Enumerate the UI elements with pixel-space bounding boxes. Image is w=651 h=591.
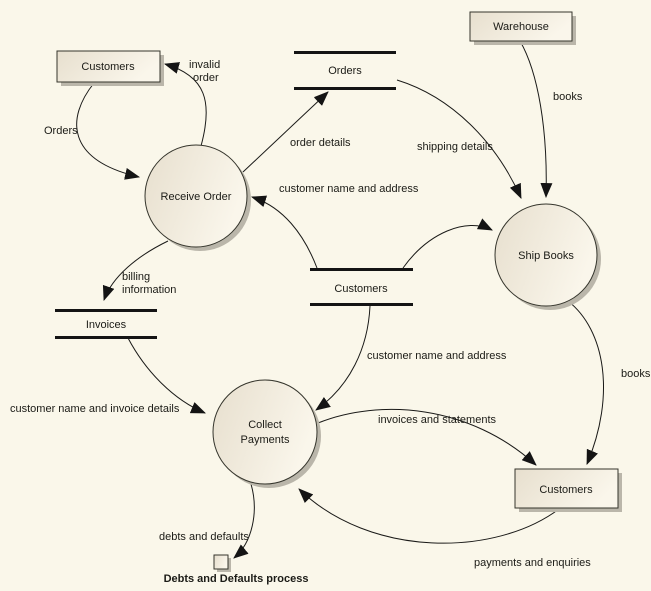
store-bottom-bar bbox=[294, 87, 396, 90]
flow-billing-information[interactable] bbox=[102, 240, 169, 301]
external-entity-label: Customers bbox=[539, 484, 593, 496]
flow-label-billing-line2: information bbox=[122, 284, 176, 296]
flow-labels: Orders invalid order order details shipp… bbox=[10, 59, 651, 569]
store-top-bar bbox=[55, 309, 157, 312]
process-label-line2: Payments bbox=[241, 434, 290, 446]
flow-customer-name-invoice-details[interactable] bbox=[127, 337, 206, 414]
process-label-line1: Collect bbox=[248, 419, 282, 431]
flow-label-customer-name-address-receive: customer name and address bbox=[279, 183, 419, 195]
data-store-label: Customers bbox=[334, 283, 388, 295]
flow-label-invoices-and-statements: invoices and statements bbox=[378, 414, 497, 426]
data-store-label: Invoices bbox=[86, 319, 127, 331]
flow-books-to-customers[interactable] bbox=[567, 300, 604, 465]
flow-label-books-in: books bbox=[553, 91, 583, 103]
flow-customer-name-address-to-collect-payments[interactable] bbox=[315, 305, 371, 411]
external-entity-box[interactable] bbox=[514, 468, 619, 509]
flow-label-orders: Orders bbox=[44, 125, 78, 137]
flow-payments-and-enquiries[interactable] bbox=[298, 488, 560, 544]
flow-invoices-and-statements[interactable] bbox=[317, 408, 537, 466]
external-entity-customers-bottom[interactable]: Customers bbox=[514, 468, 622, 512]
flow-label-customer-name-invoice-details: customer name and invoice details bbox=[10, 403, 180, 415]
flow-label-order-details: order details bbox=[290, 137, 351, 149]
process-ship-books[interactable]: Ship Books bbox=[494, 203, 601, 310]
flow-label-debts-and-defaults: debts and defaults bbox=[159, 531, 249, 543]
data-store-orders[interactable]: Orders bbox=[294, 51, 396, 90]
process-circle[interactable] bbox=[494, 203, 598, 307]
process-collect-payments[interactable]: Collect Payments bbox=[212, 379, 321, 488]
external-entity-label: Customers bbox=[81, 61, 135, 73]
mini-process-box[interactable] bbox=[213, 554, 229, 570]
process-circle[interactable] bbox=[144, 144, 248, 248]
store-top-bar bbox=[294, 51, 396, 54]
flow-label-books-out: books bbox=[621, 368, 651, 380]
external-entity-label: Warehouse bbox=[493, 21, 549, 33]
flow-orders[interactable] bbox=[76, 82, 141, 180]
flow-label-shipping-details: shipping details bbox=[417, 141, 493, 153]
flow-label-payments-and-enquiries: payments and enquiries bbox=[474, 557, 591, 569]
external-entity-box[interactable] bbox=[469, 11, 573, 42]
store-bottom-bar bbox=[310, 303, 413, 306]
flow-label-customer-name-address-collect: customer name and address bbox=[367, 350, 507, 362]
process-receive-order[interactable]: Receive Order bbox=[144, 144, 251, 251]
flow-invalid-order[interactable] bbox=[163, 62, 207, 147]
store-top-bar bbox=[310, 268, 413, 271]
flow-order-details[interactable] bbox=[242, 91, 329, 173]
external-entity-customers-top[interactable]: Customers bbox=[56, 50, 164, 86]
flow-customer-name-address-to-receive-order[interactable] bbox=[251, 195, 318, 269]
flow-debts-and-defaults[interactable] bbox=[233, 483, 255, 559]
flow-shipping-details[interactable] bbox=[396, 79, 522, 199]
process-label: Ship Books bbox=[518, 250, 574, 262]
flow-label-invalid-order-line1: invalid bbox=[189, 59, 220, 71]
mini-process-debts-and-defaults[interactable]: Debts and Defaults process bbox=[164, 554, 309, 585]
data-store-invoices[interactable]: Invoices bbox=[55, 309, 157, 339]
mini-process-label: Debts and Defaults process bbox=[164, 573, 309, 585]
external-entity-warehouse[interactable]: Warehouse bbox=[469, 11, 576, 45]
data-store-label: Orders bbox=[328, 65, 362, 77]
store-bottom-bar bbox=[55, 336, 157, 339]
flow-customers-to-ship-books[interactable] bbox=[402, 218, 493, 269]
flow-label-billing-line1: billing bbox=[122, 271, 150, 283]
flow-label-invalid-order-line2: order bbox=[193, 72, 219, 84]
flow-lines bbox=[76, 40, 604, 559]
flow-books-warehouse[interactable] bbox=[519, 40, 553, 199]
process-label: Receive Order bbox=[161, 191, 232, 203]
process-circle[interactable] bbox=[212, 379, 318, 485]
data-store-customers[interactable]: Customers bbox=[310, 268, 413, 306]
external-entity-box[interactable] bbox=[56, 50, 161, 83]
